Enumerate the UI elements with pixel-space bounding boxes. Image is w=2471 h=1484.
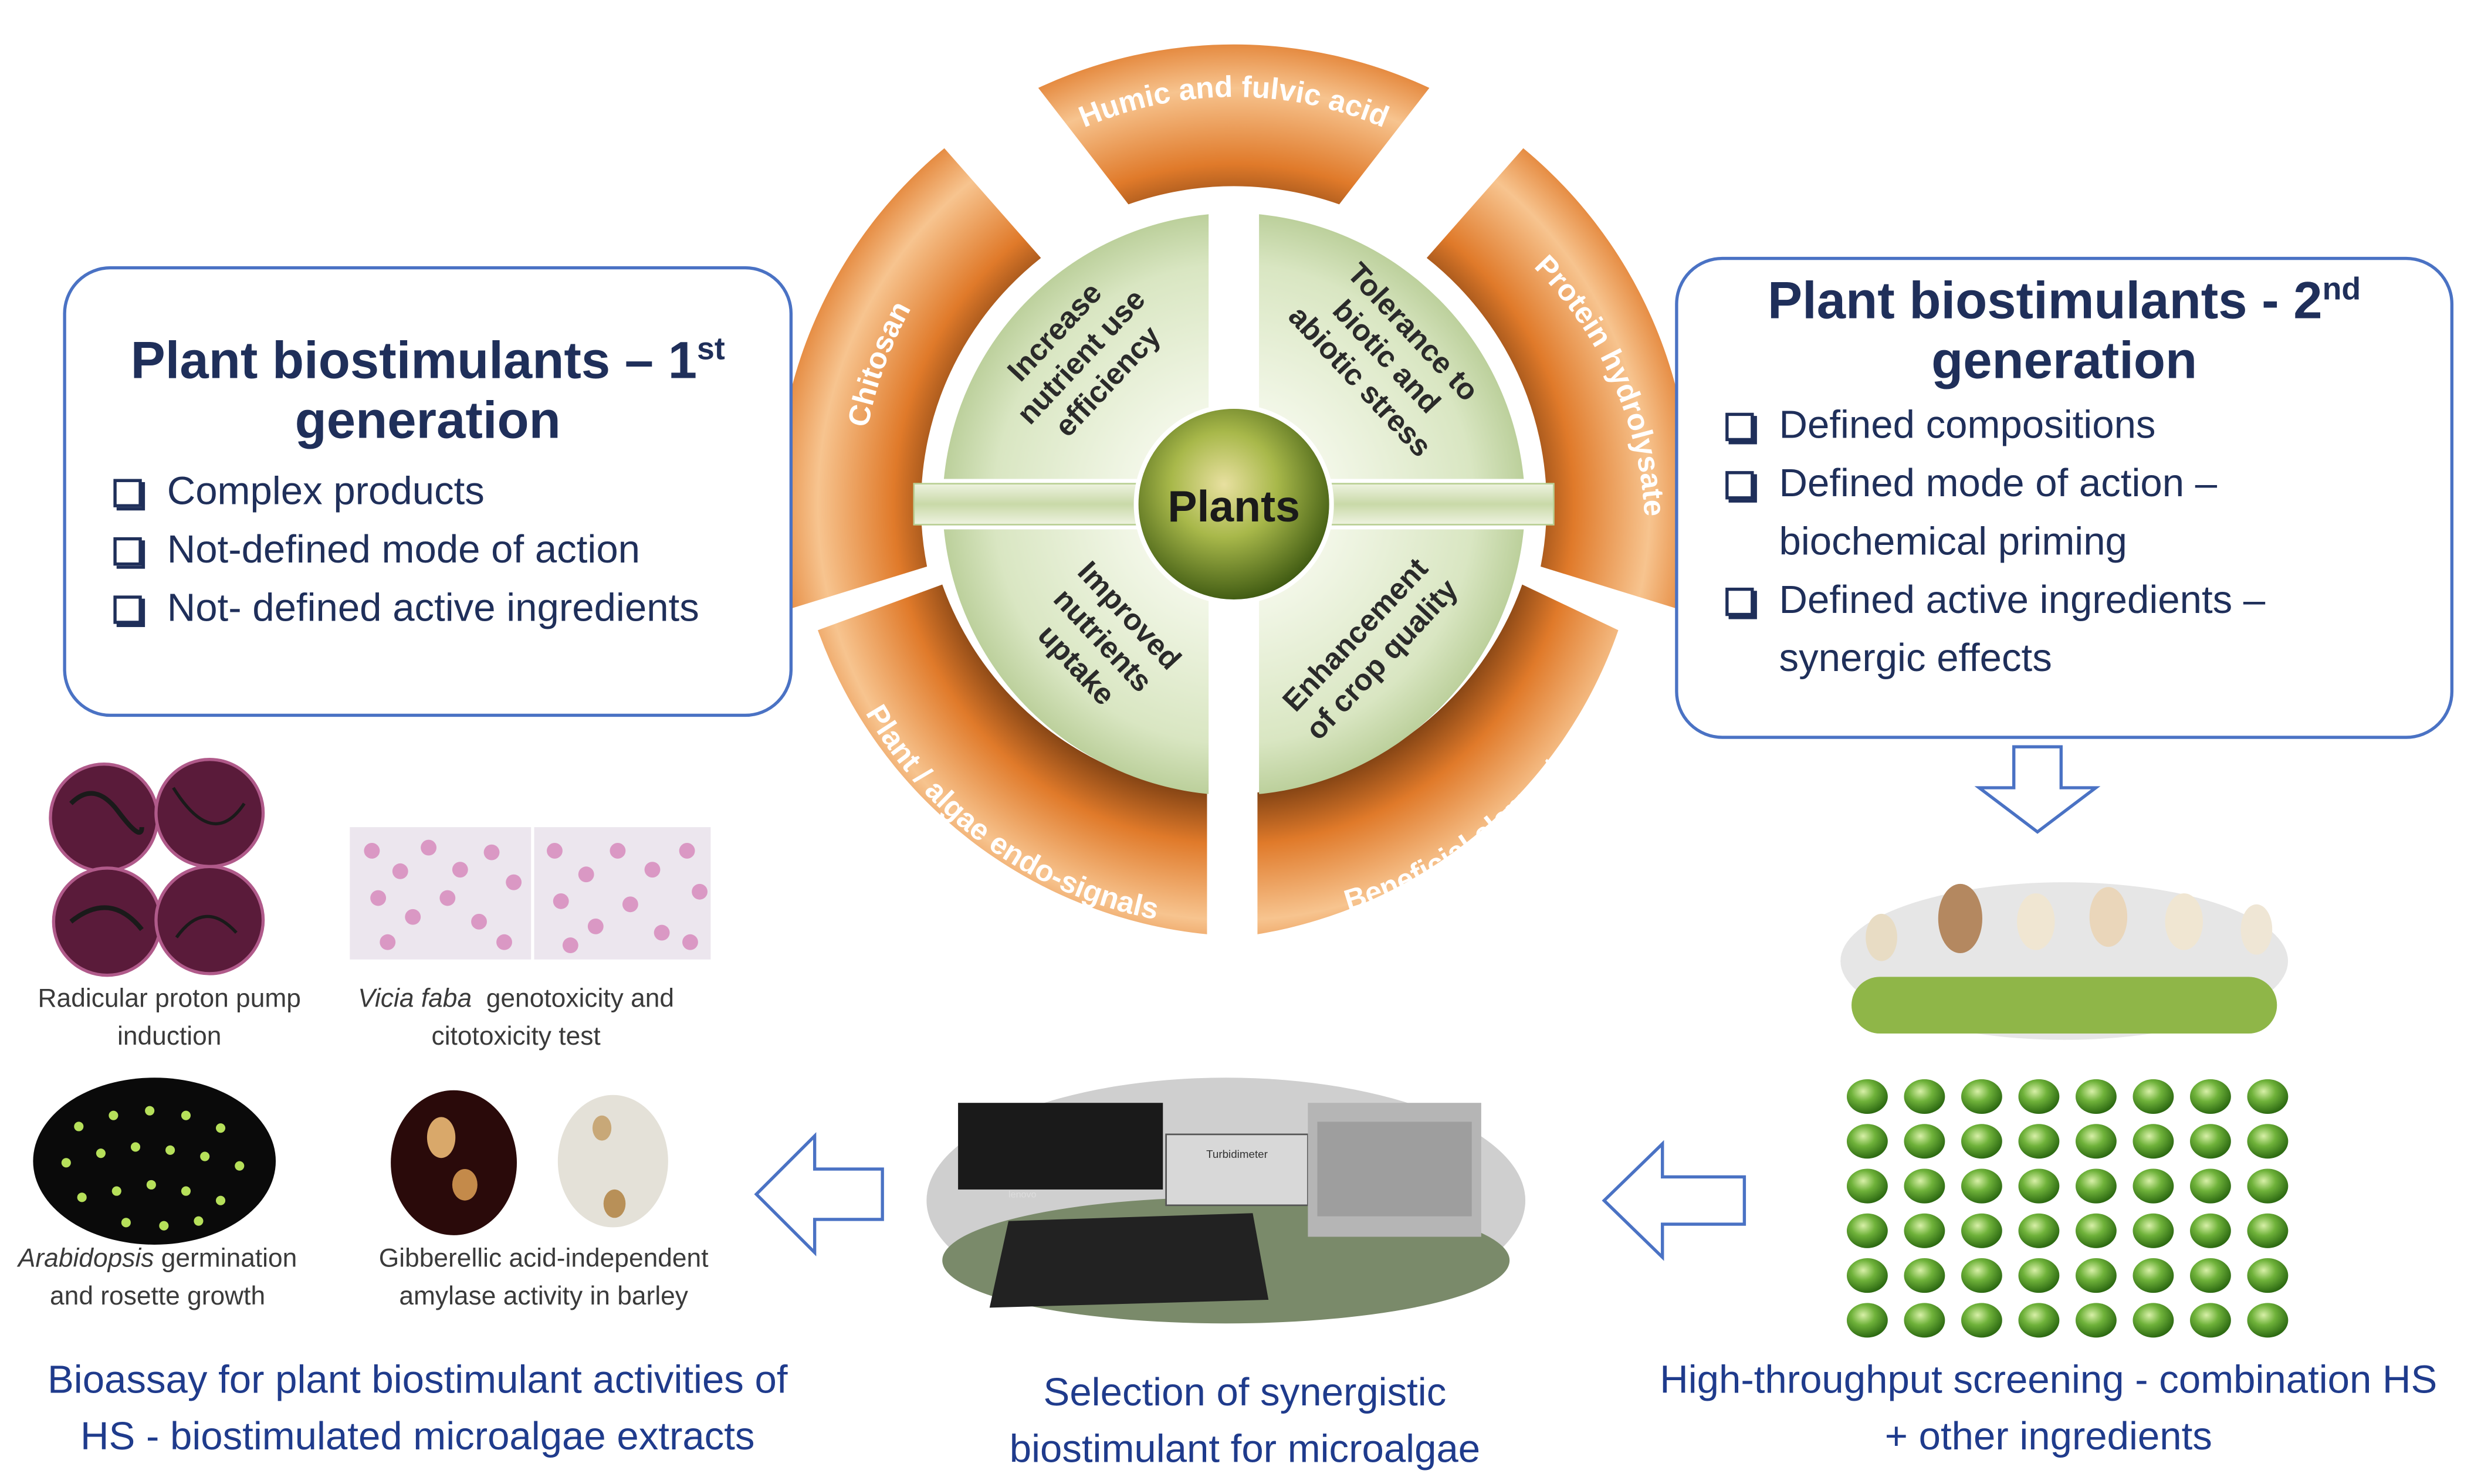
screening-bead (2018, 1213, 2060, 1248)
segment-beneficial-elements (1257, 584, 1619, 934)
screening-bead (1846, 1168, 1888, 1204)
inner-ring (913, 214, 1555, 794)
screening-bead (1961, 1168, 2002, 1204)
screening-bead (2190, 1124, 2231, 1159)
screening-bead-grid (1846, 1079, 2289, 1338)
screening-bead (2018, 1258, 2060, 1293)
checkbox-icon (113, 595, 142, 624)
first-generation-title: Plant biostimulants – 1st generation (130, 331, 725, 449)
checkbox-icon (113, 479, 142, 507)
arrow-left-right (1602, 1140, 1746, 1261)
first-generation-box: Plant biostimulants – 1st generation Com… (63, 266, 793, 717)
screening-bead (2132, 1168, 2174, 1204)
svg-text:Turbidimeter: Turbidimeter (1206, 1148, 1268, 1160)
center-label: Plants (1167, 482, 1300, 531)
barley-seeds-photo (391, 1090, 668, 1235)
screening-bead (2132, 1124, 2174, 1159)
screening-bead (1904, 1213, 1945, 1248)
arrow-left-center (754, 1132, 884, 1256)
screening-bead (1846, 1124, 1888, 1159)
screening-bead (2247, 1258, 2289, 1293)
screening-bead (2075, 1258, 2117, 1293)
screening-bead (2190, 1079, 2231, 1114)
screening-bead (1961, 1079, 2002, 1114)
checkbox-icon (1725, 587, 1754, 616)
screening-bead (2247, 1124, 2289, 1159)
screening-bead (2132, 1258, 2174, 1293)
screening-bead (1961, 1258, 2002, 1293)
microscopy-photo (350, 827, 711, 960)
screening-bead (2018, 1168, 2060, 1204)
screening-bead (1961, 1303, 2002, 1338)
segment-endo-signals (818, 584, 1207, 934)
screening-bead (1961, 1213, 2002, 1248)
checkbox-icon (1725, 412, 1754, 442)
screening-bead (2018, 1079, 2060, 1114)
second-generation-list: Defined compositions Defined mode of act… (1725, 397, 2450, 689)
list-item: Defined compositions (1725, 397, 2450, 455)
screening-bead (2190, 1303, 2231, 1338)
quadrant-nutrient-uptake (943, 529, 1209, 794)
list-item: Defined mode of action –biochemical prim… (1725, 455, 2450, 572)
screening-bead (1904, 1168, 1945, 1204)
screening-bead (2190, 1213, 2231, 1248)
list-item: Not-defined mode of action (113, 521, 789, 580)
screening-bead (2190, 1168, 2231, 1204)
petri-dishes-photo (49, 757, 265, 977)
screening-bead (2247, 1079, 2289, 1114)
screening-bead (1904, 1079, 1945, 1114)
screening-bead (2132, 1303, 2174, 1338)
screening-bead (1846, 1213, 1888, 1248)
screening-bead (2075, 1079, 2117, 1114)
screening-bead (2018, 1124, 2060, 1159)
screening-bead (2190, 1258, 2231, 1293)
screening-bead (1904, 1258, 1945, 1293)
caption-screening: High-throughput screening - combination … (1660, 1358, 2438, 1459)
screening-bead (1904, 1124, 1945, 1159)
list-item: Not- defined active ingredients (113, 580, 789, 638)
screening-bead (2018, 1303, 2060, 1338)
screening-bead (2247, 1303, 2289, 1338)
screening-bead (1961, 1124, 2002, 1159)
screening-bead (2075, 1124, 2117, 1159)
screening-bead (2075, 1168, 2117, 1204)
caption-bioassay: Bioassay for plant biostimulant activiti… (47, 1358, 788, 1459)
quadrant-nutrient-efficiency (943, 214, 1209, 479)
first-generation-list: Complex products Not-defined mode of act… (113, 463, 789, 638)
segment-protein-hydrolysate (1426, 148, 1691, 609)
arrow-down (1974, 745, 2101, 834)
segment-humic-fulvic (1038, 44, 1430, 205)
screening-bead (2132, 1079, 2174, 1114)
instrument-photo: Turbidimeter lenovo (926, 1078, 1526, 1324)
screening-bead (2247, 1168, 2289, 1204)
second-generation-title: Plant biostimulants - 2nd generation (1768, 270, 2361, 389)
screening-bead (1846, 1079, 1888, 1114)
flasks-photo (1840, 882, 2289, 1040)
screening-bead (2075, 1303, 2117, 1338)
checkbox-icon (113, 537, 142, 566)
screening-bead (2075, 1213, 2117, 1248)
segment-chitosan (776, 148, 1041, 609)
list-item: Complex products (113, 463, 789, 521)
checkbox-icon (1725, 471, 1754, 500)
second-generation-box: Plant biostimulants - 2nd generation Def… (1675, 256, 2454, 739)
quadrant-crop-quality (1259, 529, 1524, 794)
arabidopsis-photo (33, 1078, 276, 1245)
screening-bead (2247, 1213, 2289, 1248)
list-item: Defined active ingredients –synergic eff… (1725, 572, 2450, 689)
quadrant-stress-tolerance (1259, 214, 1524, 479)
screening-bead (1846, 1303, 1888, 1338)
center-plants-circle (1133, 404, 1334, 605)
outer-ring (776, 44, 1691, 934)
screening-bead (1904, 1303, 1945, 1338)
svg-text:lenovo: lenovo (1008, 1189, 1037, 1200)
screening-bead (1846, 1258, 1888, 1293)
screening-bead (2132, 1213, 2174, 1248)
